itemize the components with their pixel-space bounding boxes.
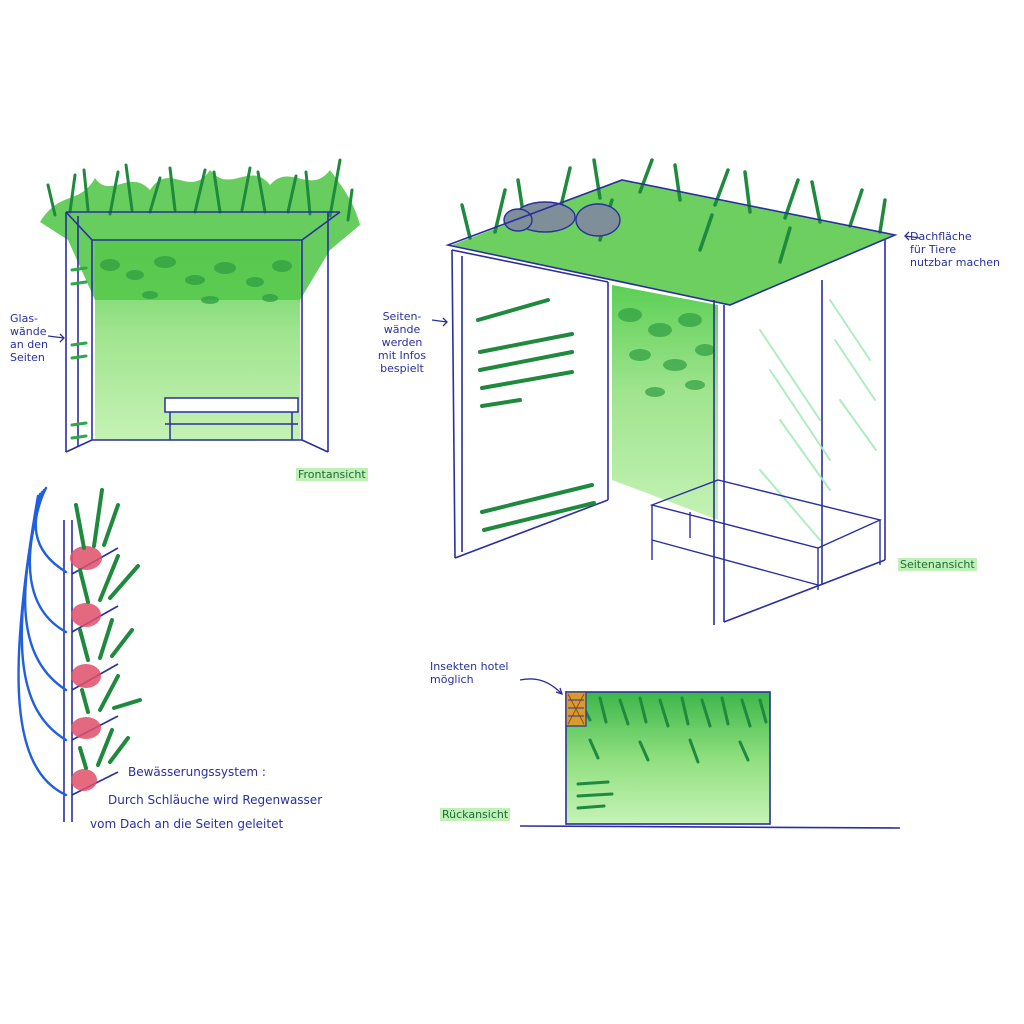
annotation-glass-walls: Glas- wände an den Seiten: [10, 312, 48, 364]
irrigation-wall-plants: [74, 488, 142, 770]
side-view-info-bars: [476, 298, 596, 532]
side-view-roof-stones: [503, 201, 621, 237]
insect-hotel: [565, 691, 587, 727]
back-view-info-bars: [576, 780, 614, 810]
label-side-view: Seitenansicht: [898, 558, 977, 571]
side-view-hanging-leaves: [618, 308, 715, 397]
irrigation-wall: [17, 486, 142, 822]
side-view-frame: [445, 179, 898, 625]
irrigation-hoses: [17, 486, 68, 797]
side-view-roof-plants: [452, 180, 895, 305]
back-view-wall: [566, 692, 770, 824]
back-view-frame: [519, 691, 901, 829]
side-view-glass-strokes: [759, 299, 877, 541]
front-view-grass-blades: [46, 158, 354, 222]
annotation-roof-animals: Dachfläche für Tiere nutzbar machen: [910, 230, 1000, 269]
front-view-shelter: [40, 158, 360, 453]
side-view-bench: [649, 479, 883, 590]
annotation-arrows: [47, 231, 921, 696]
label-front-view-text: Frontansicht: [296, 468, 368, 481]
front-view-bench: [164, 397, 299, 440]
back-view-shelter: [519, 691, 901, 829]
irrigation-wall-flowers: [70, 546, 102, 791]
label-front-view: Frontansicht: [296, 468, 368, 481]
side-view-back-wall: [612, 285, 718, 520]
label-back-view-text: Rückansicht: [440, 808, 511, 821]
side-view-shelter: [445, 158, 898, 625]
label-side-view-text: Seitenansicht: [898, 558, 977, 571]
annotation-irrigation-line1: Durch Schläuche wird Regenwasser: [108, 793, 323, 807]
annotation-side-walls-info: Seiten- wände werden mit Infos bespielt: [377, 310, 427, 375]
annotation-irrigation-title: Bewässerungssystem :: [128, 765, 266, 779]
label-back-view: Rückansicht: [440, 808, 511, 821]
front-view-hanging-leaves: [100, 256, 292, 304]
front-view-frame: [65, 211, 341, 453]
annotation-irrigation-line2: vom Dach an die Seiten geleitet: [90, 817, 284, 831]
annotation-insect-hotel: Insekten hotel möglich: [430, 660, 509, 686]
front-view-info-marks: [70, 266, 88, 440]
